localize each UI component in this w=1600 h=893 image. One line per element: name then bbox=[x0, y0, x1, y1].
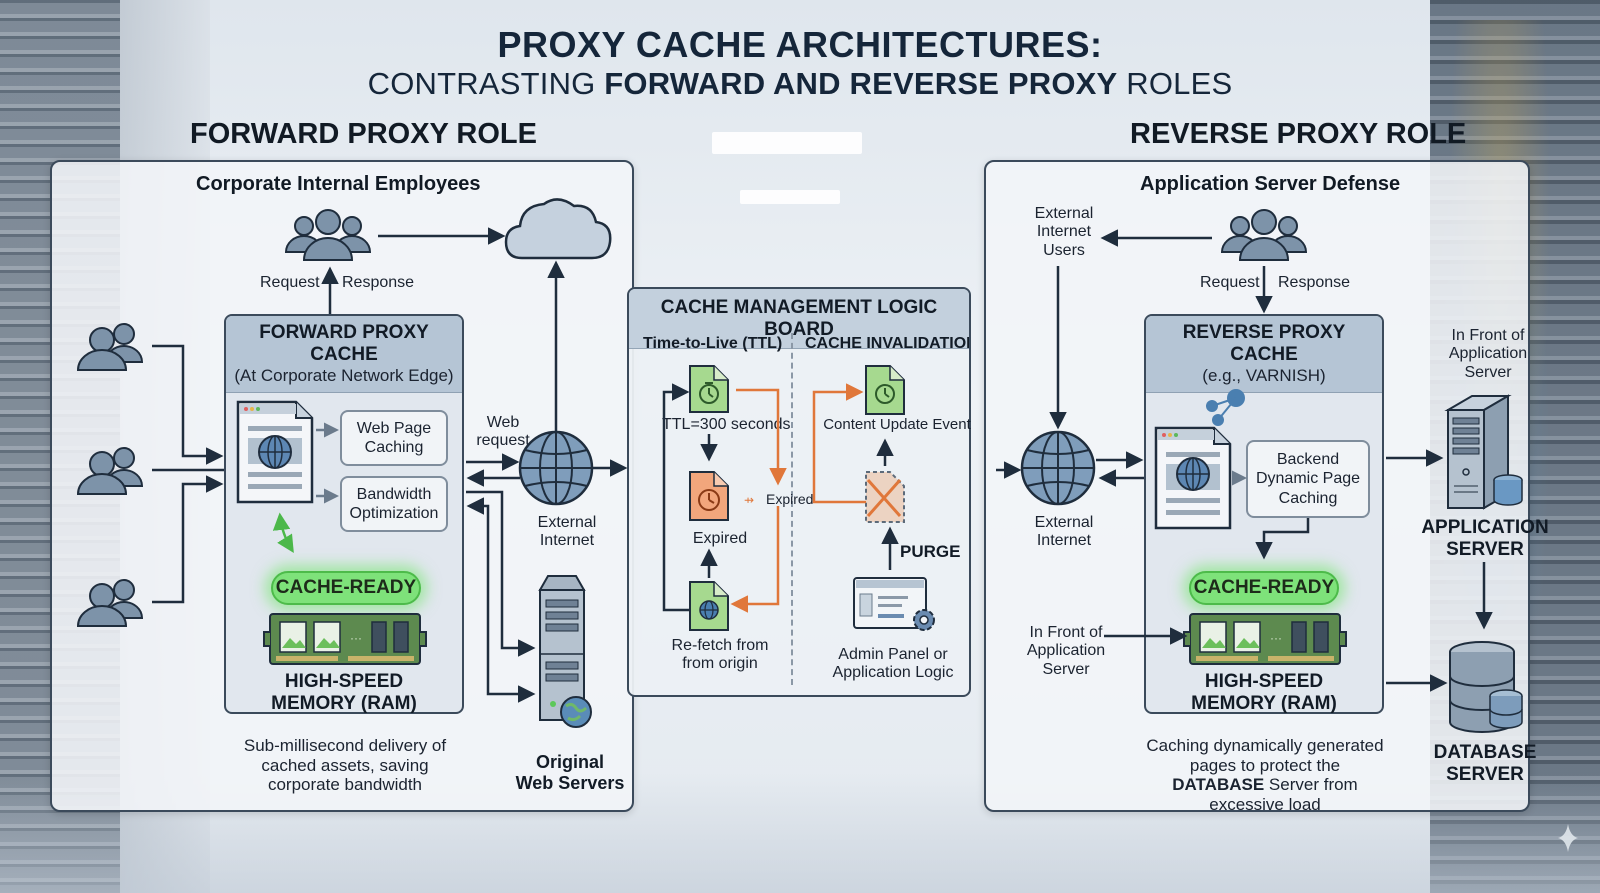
reverse-cache-title: REVERSE PROXY CACHE bbox=[1182, 322, 1346, 365]
front-left-line-3: Server bbox=[1042, 660, 1090, 678]
globe-label-line-2: Internet bbox=[539, 532, 595, 550]
reverse-caption-line-3: DATABASE Server from bbox=[1130, 775, 1400, 795]
reverse-cache-subtitle: (e.g., VARNISH) bbox=[1202, 366, 1326, 385]
users-line-1: External bbox=[1034, 205, 1094, 222]
forward-caption: Sub-millisecond delivery of cached asset… bbox=[210, 736, 480, 795]
forward-ram-line-1: HIGH-SPEED bbox=[284, 671, 404, 692]
front-top-line-3: Server bbox=[1464, 363, 1512, 381]
front-top-line-2: Application bbox=[1448, 345, 1528, 363]
bandwidth-optimization-box: Bandwidth Optimization bbox=[340, 476, 448, 532]
ttl-value-label: TTL=300 seconds bbox=[662, 416, 791, 433]
reverse-panel-heading: Application Server Defense bbox=[1140, 173, 1401, 195]
forward-response-label: Response bbox=[342, 274, 415, 291]
cloud-label-line-1: External bbox=[541, 220, 601, 237]
subtitle-prefix: CONTRASTING bbox=[367, 66, 605, 101]
users-line-3: Users bbox=[1043, 241, 1085, 259]
forward-cache-header: FORWARD PROXY CACHE (At Corporate Networ… bbox=[226, 316, 462, 393]
reverse-caption-line-2: pages to protect the bbox=[1189, 755, 1341, 775]
expired-label: Expired bbox=[692, 530, 748, 547]
expired-arrow-label: Expired bbox=[766, 491, 814, 507]
ceiling-light bbox=[740, 190, 840, 204]
front-left-line-1: In Front of bbox=[1029, 624, 1103, 641]
content-update-label: Content Update Event bbox=[823, 416, 971, 433]
front-left-line-2: Application bbox=[1026, 642, 1106, 660]
reverse-cache-header: REVERSE PROXY CACHE (e.g., VARNISH) bbox=[1146, 316, 1382, 393]
forward-caption-line-2: cached assets, saving bbox=[261, 755, 429, 775]
caption-line-3-rest: Server from bbox=[1264, 775, 1358, 795]
front-top-line-1: In Front of bbox=[1451, 327, 1525, 344]
rglobe-line-1: External bbox=[1034, 514, 1094, 531]
reverse-cache-ready-badge: CACHE-READY bbox=[1189, 571, 1339, 605]
forward-cache-title: FORWARD PROXY CACHE bbox=[259, 322, 429, 365]
app-server-line-2: SERVER bbox=[1446, 538, 1524, 560]
reverse-ram-line-2: MEMORY (RAM) bbox=[1191, 692, 1337, 714]
cloud-label-line-2: Internet bbox=[543, 238, 599, 256]
forward-caption-line-1: Sub-millisecond delivery of bbox=[243, 736, 447, 755]
page-title: PROXY CACHE ARCHITECTURES: bbox=[497, 24, 1103, 65]
forward-caption-line-3: corporate bandwidth bbox=[267, 775, 423, 795]
forward-request-label: Request bbox=[260, 274, 320, 291]
db-server-line-2: SERVER bbox=[1446, 763, 1524, 785]
reverse-response-label: Response bbox=[1278, 274, 1351, 291]
database-emphasis: DATABASE bbox=[1172, 775, 1265, 795]
origin-line-2: Web Servers bbox=[515, 772, 625, 793]
forward-cache-subtitle: (At Corporate Network Edge) bbox=[234, 366, 454, 385]
subtitle-bold: FORWARD AND REVERSE PROXY bbox=[604, 66, 1118, 101]
ceiling-light bbox=[712, 132, 862, 154]
forward-panel-heading: Corporate Internal Employees bbox=[196, 173, 481, 195]
globe-label-line-1: External bbox=[537, 514, 597, 531]
rglobe-line-2: Internet bbox=[1036, 532, 1092, 550]
cache-invalidation-title: CACHE INVALIDATION bbox=[805, 335, 971, 352]
refetch-line-1: Re-fetch from bbox=[671, 637, 769, 654]
page-subtitle: CONTRASTING FORWARD AND REVERSE PROXY RO… bbox=[0, 66, 1600, 102]
admin-line-2: Application Logic bbox=[832, 664, 954, 682]
forward-cache-ready-badge: CACHE-READY bbox=[271, 571, 421, 605]
db-server-line-1: DATABASE bbox=[1433, 742, 1537, 763]
web-page-caching-box: Web Page Caching bbox=[340, 410, 448, 466]
reverse-ram-line-1: HIGH-SPEED bbox=[1204, 671, 1324, 692]
app-server-line-1: APPLICATION bbox=[1421, 517, 1549, 538]
refetch-line-2: from origin bbox=[682, 655, 758, 673]
logic-board-heading: CACHE MANAGEMENT LOGIC BOARD bbox=[629, 289, 969, 349]
origin-line-1: Original bbox=[535, 752, 604, 772]
ttl-title: Time-to-Live (TTL) bbox=[643, 335, 783, 352]
reverse-caption: Caching dynamically generated pages to p… bbox=[1130, 736, 1400, 814]
forward-role-title: FORWARD PROXY ROLE bbox=[190, 118, 537, 150]
forward-ram-line-2: MEMORY (RAM) bbox=[271, 692, 417, 714]
reverse-request-label: Request bbox=[1200, 274, 1260, 291]
purge-label: PURGE bbox=[900, 542, 961, 561]
subtitle-suffix: ROLES bbox=[1117, 66, 1233, 101]
users-line-2: Internet bbox=[1036, 223, 1092, 241]
backend-dynamic-page-caching-box: Backend Dynamic Page Caching bbox=[1246, 440, 1370, 518]
admin-line-1: Admin Panel or bbox=[838, 646, 948, 663]
reverse-caption-line-4: excessive load bbox=[1209, 794, 1321, 814]
reverse-role-title: REVERSE PROXY ROLE bbox=[1130, 118, 1467, 150]
logic-divider bbox=[791, 333, 793, 685]
reverse-caption-line-1: Caching dynamically generated bbox=[1146, 736, 1384, 755]
